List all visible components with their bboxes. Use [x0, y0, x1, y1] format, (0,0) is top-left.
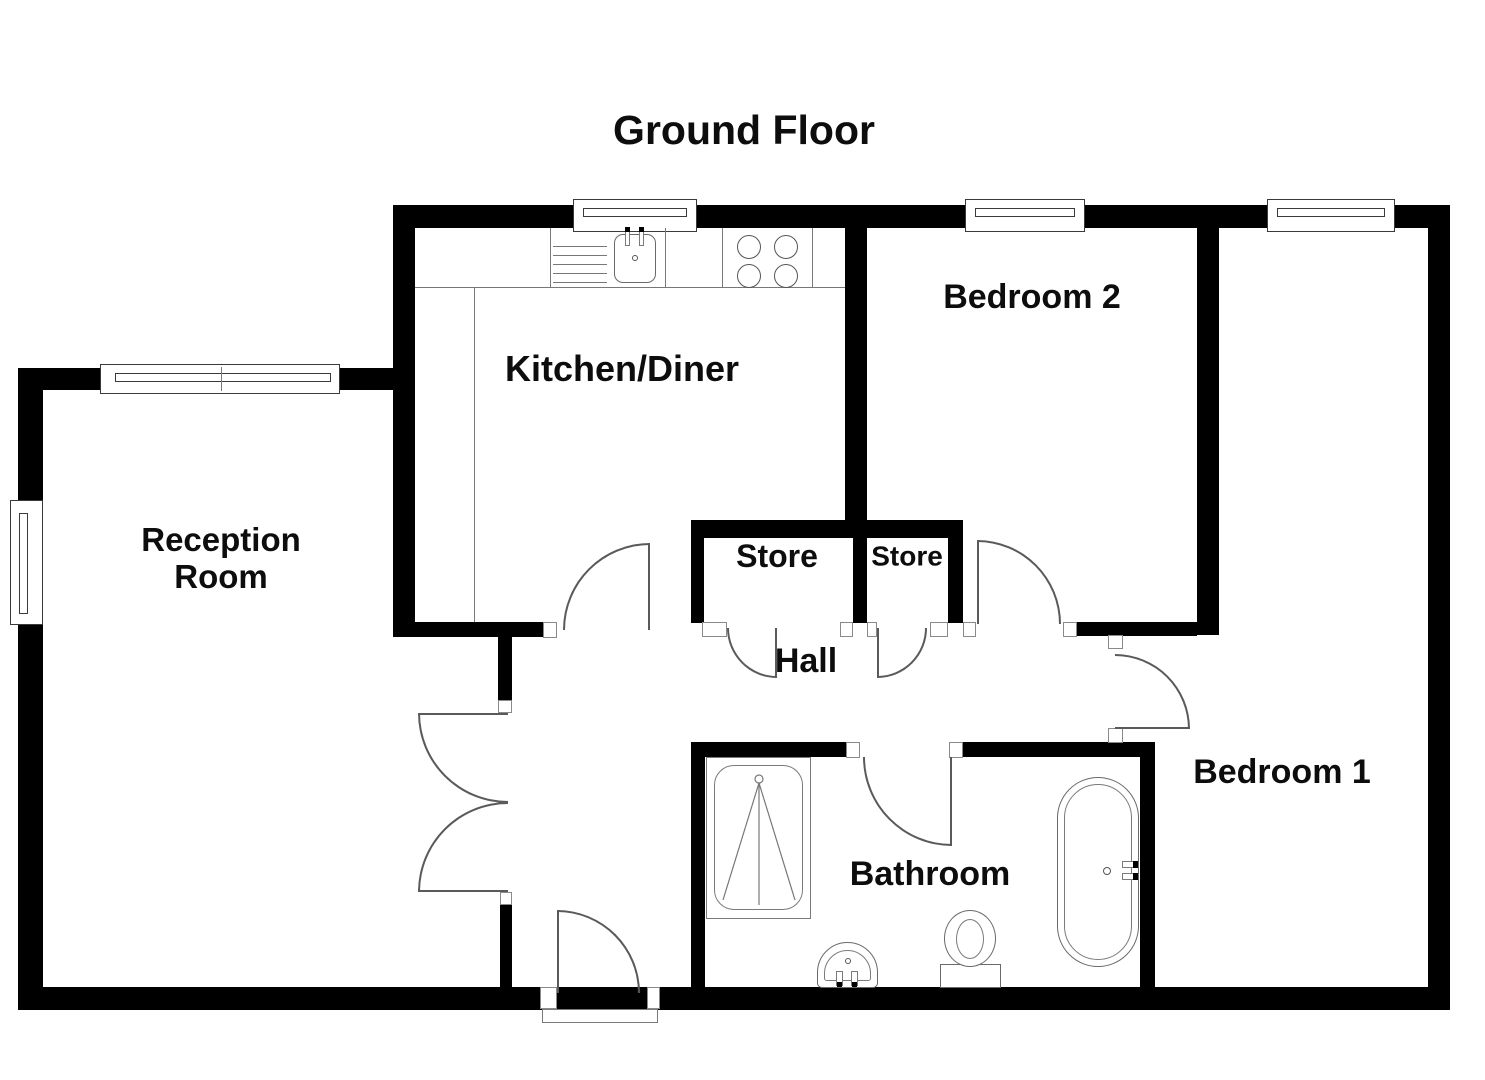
wall-kitchen-left: [393, 205, 415, 637]
bathtub-drain-icon: [1103, 867, 1111, 875]
hob-burner-icon: [774, 235, 798, 259]
wall-bathroom-top-left: [691, 742, 846, 757]
wall-bedroom2-bedroom1: [1197, 228, 1219, 635]
hob-burner-icon: [774, 264, 798, 288]
wall-store-left: [691, 538, 704, 623]
jamb-bedroom1-top: [1108, 635, 1123, 649]
jamb-bedroom1-bottom: [1108, 728, 1123, 743]
label-kitchen-diner: Kitchen/Diner: [504, 347, 740, 389]
window-glazing: [1277, 208, 1385, 217]
counter-divider: [665, 228, 666, 288]
kitchen-counter-left-edge: [474, 288, 475, 622]
wall-store-right: [948, 538, 963, 623]
wall-bathroom-top-right: [963, 742, 1155, 757]
toilet-bowl-inner: [956, 919, 984, 959]
wall-kitchen-bedroom2: [845, 205, 867, 523]
tap-tip: [625, 227, 630, 232]
door-bedroom1-arc: [1115, 654, 1190, 729]
jamb-entrance-right: [647, 987, 660, 1009]
label-bedroom-2: Bedroom 2: [943, 277, 1121, 316]
wall-hall-stub-top: [498, 637, 512, 700]
wall-store-divider: [853, 538, 867, 623]
counter-divider: [722, 228, 723, 288]
jamb-entrance-left: [540, 987, 557, 1009]
tap-tip: [1133, 873, 1138, 880]
wall-bathroom-left: [691, 757, 705, 987]
tap-icon: [625, 230, 630, 246]
window-kitchen-icon: [573, 199, 697, 232]
window-bedroom1-icon: [1267, 199, 1395, 232]
jamb-kitchen-door: [543, 622, 557, 638]
drainer-icon: [553, 238, 607, 285]
hob-burner-icon: [737, 235, 761, 259]
window-reception-top-icon: [100, 364, 340, 394]
jamb-reception-bottom: [500, 892, 512, 905]
label-store-2: Store: [871, 540, 943, 572]
page-title: Ground Floor: [613, 107, 875, 154]
counter-divider: [812, 228, 813, 288]
wall-bedroom2-bottom: [1077, 622, 1197, 636]
wall-kitchen-bottom: [393, 622, 543, 637]
label-bathroom: Bathroom: [849, 854, 1011, 893]
window-glazing: [583, 208, 687, 217]
door-reception-lower-arc: [418, 802, 508, 892]
label-reception-room: Reception Room: [141, 521, 301, 595]
shower-head-icon: [722, 774, 796, 905]
window-glazing: [975, 208, 1075, 217]
bathtub-inner: [1064, 784, 1132, 960]
jamb-bathroom-left: [846, 742, 860, 758]
tap-tip: [852, 982, 857, 987]
door-bedroom2-arc: [977, 540, 1061, 624]
jamb-reception-top: [498, 700, 512, 713]
hob-burner-icon: [737, 264, 761, 288]
window-reception-left-icon: [10, 500, 43, 625]
wall-store-top: [691, 520, 963, 538]
tap-tip: [1133, 861, 1138, 868]
sink-drain-icon: [632, 255, 638, 261]
window-glazing: [19, 513, 28, 614]
wall-reception-left: [18, 368, 43, 1010]
label-bedroom-1: Bedroom 1: [1193, 752, 1371, 791]
entrance-threshold: [542, 1009, 658, 1023]
kitchen-counter-top: [415, 228, 845, 288]
window-glazing: [115, 373, 331, 382]
window-mullion: [221, 367, 222, 391]
jamb-bathroom-right: [949, 742, 963, 758]
toilet-cistern-icon: [940, 964, 1001, 988]
basin-inner: [824, 950, 871, 981]
basin-drain-icon: [845, 958, 851, 964]
counter-divider: [550, 228, 551, 288]
label-hall: Hall: [774, 641, 838, 680]
jamb-store1-right: [840, 622, 853, 637]
door-entrance-arc: [557, 910, 640, 993]
label-store-1: Store: [736, 538, 818, 575]
jamb-store1-left: [702, 622, 727, 637]
jamb-store2-right: [930, 622, 948, 637]
door-store1-arc: [727, 628, 777, 678]
door-bathroom-arc: [863, 757, 952, 846]
window-bedroom2-icon: [965, 199, 1085, 232]
jamb-bedroom2-right: [1063, 622, 1077, 637]
jamb-store2-left: [867, 622, 877, 637]
wall-outer-bottom: [18, 987, 1450, 1010]
tap-icon: [639, 230, 644, 246]
door-reception-upper-arc: [418, 713, 508, 803]
door-store2-arc: [877, 628, 927, 678]
wall-hall-stub-bottom: [500, 905, 512, 987]
jamb-bedroom2-left: [963, 622, 976, 637]
door-kitchen-arc: [563, 543, 650, 630]
tap-tip: [639, 227, 644, 232]
wall-bathroom-bedroom1: [1140, 742, 1155, 987]
wall-outer-right: [1428, 205, 1450, 1010]
tap-tip: [837, 982, 842, 987]
